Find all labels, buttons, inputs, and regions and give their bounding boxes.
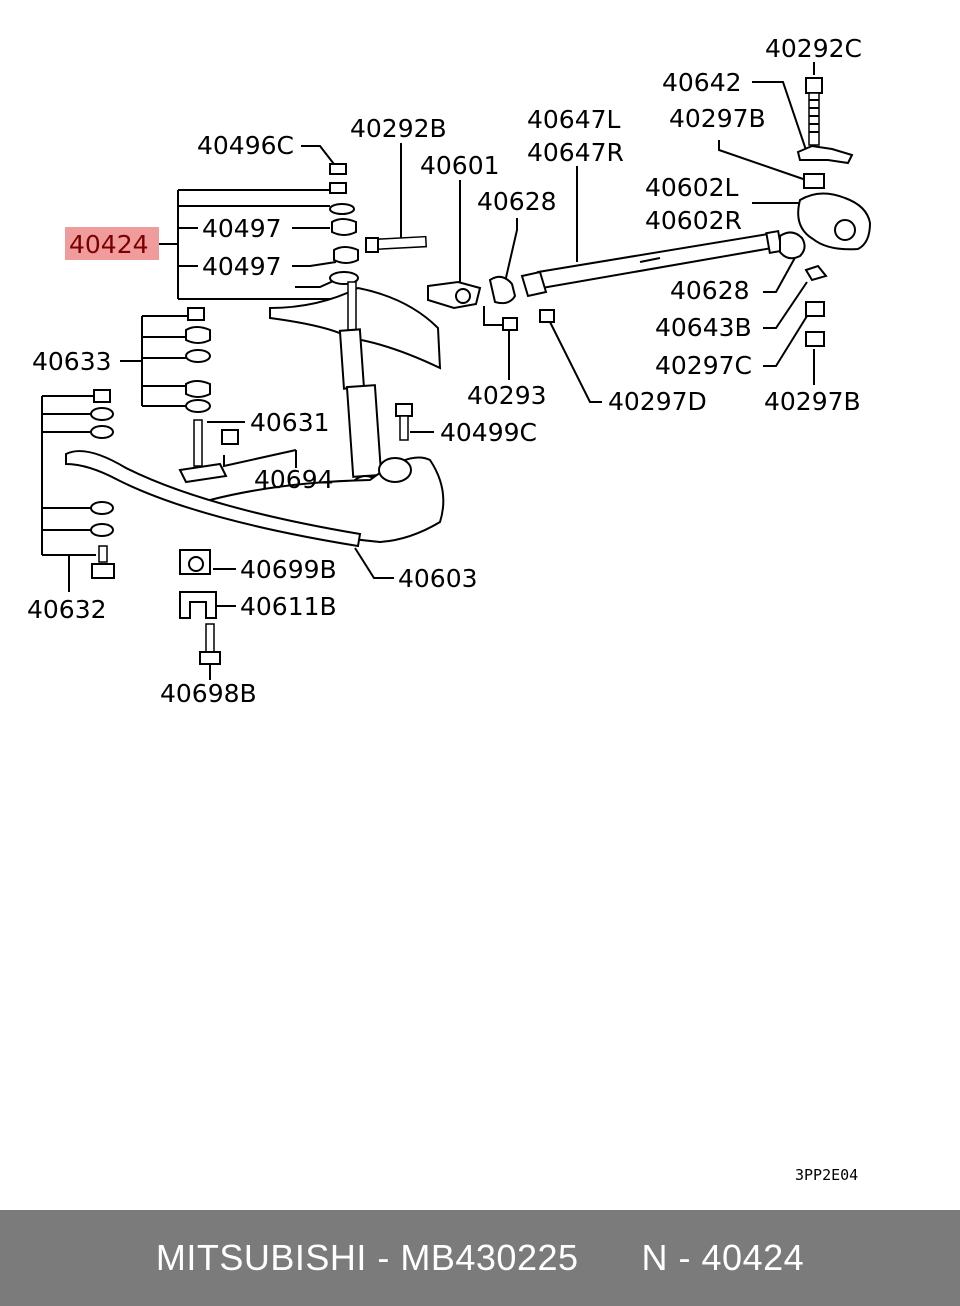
label-40424[interactable]: 40424: [69, 230, 149, 259]
label-40499C: 40499C: [440, 418, 537, 447]
label-40642: 40642: [662, 68, 742, 97]
label-40496C: 40496C: [197, 131, 294, 160]
footer-separator: -: [366, 1237, 401, 1278]
highlight-box: [65, 227, 159, 260]
drawing-code: 3PP2E04: [795, 1166, 858, 1184]
label-40631: 40631: [250, 408, 330, 437]
label-40632: 40632: [27, 595, 107, 624]
label-40602R: 40602R: [645, 206, 742, 235]
label-40497-a: 40497: [202, 214, 282, 243]
label-40292C: 40292C: [765, 34, 862, 63]
label-40633: 40633: [32, 347, 112, 376]
parts-diagram: 40292C 40642 40297B 40647L 40647R 40496C…: [27, 34, 872, 1184]
label-40699B: 40699B: [240, 555, 337, 584]
label-40611B: 40611B: [240, 592, 337, 621]
label-40698B: 40698B: [160, 679, 257, 708]
label-40628-top: 40628: [477, 187, 557, 216]
label-40297C: 40297C: [655, 351, 752, 380]
footer-ref: N - 40424: [641, 1237, 805, 1278]
footer-brand: MITSUBISHI: [155, 1237, 367, 1278]
label-40297D: 40297D: [608, 387, 707, 416]
label-40293: 40293: [467, 381, 547, 410]
footer-part-number: MB430225: [400, 1237, 579, 1278]
label-40297B-top: 40297B: [669, 104, 766, 133]
leader-lines: [41, 62, 815, 680]
label-40292B: 40292B: [350, 114, 447, 143]
label-40643B: 40643B: [655, 313, 752, 342]
footer-gap: [579, 1237, 642, 1279]
label-40647R: 40647R: [527, 138, 624, 167]
label-40297B-bottom: 40297B: [764, 387, 861, 416]
label-40603: 40603: [398, 564, 478, 593]
label-40628-right: 40628: [670, 276, 750, 305]
footer-bar: MITSUBISHI - MB430225 N - 40424: [0, 1210, 960, 1306]
label-40694: 40694: [254, 465, 334, 494]
label-40601: 40601: [420, 151, 500, 180]
label-40647L: 40647L: [527, 105, 621, 134]
part-labels: 40292C 40642 40297B 40647L 40647R 40496C…: [27, 34, 862, 1184]
label-40602L: 40602L: [645, 173, 739, 202]
part-shapes: [65, 77, 872, 665]
label-40497-b: 40497: [202, 252, 282, 281]
